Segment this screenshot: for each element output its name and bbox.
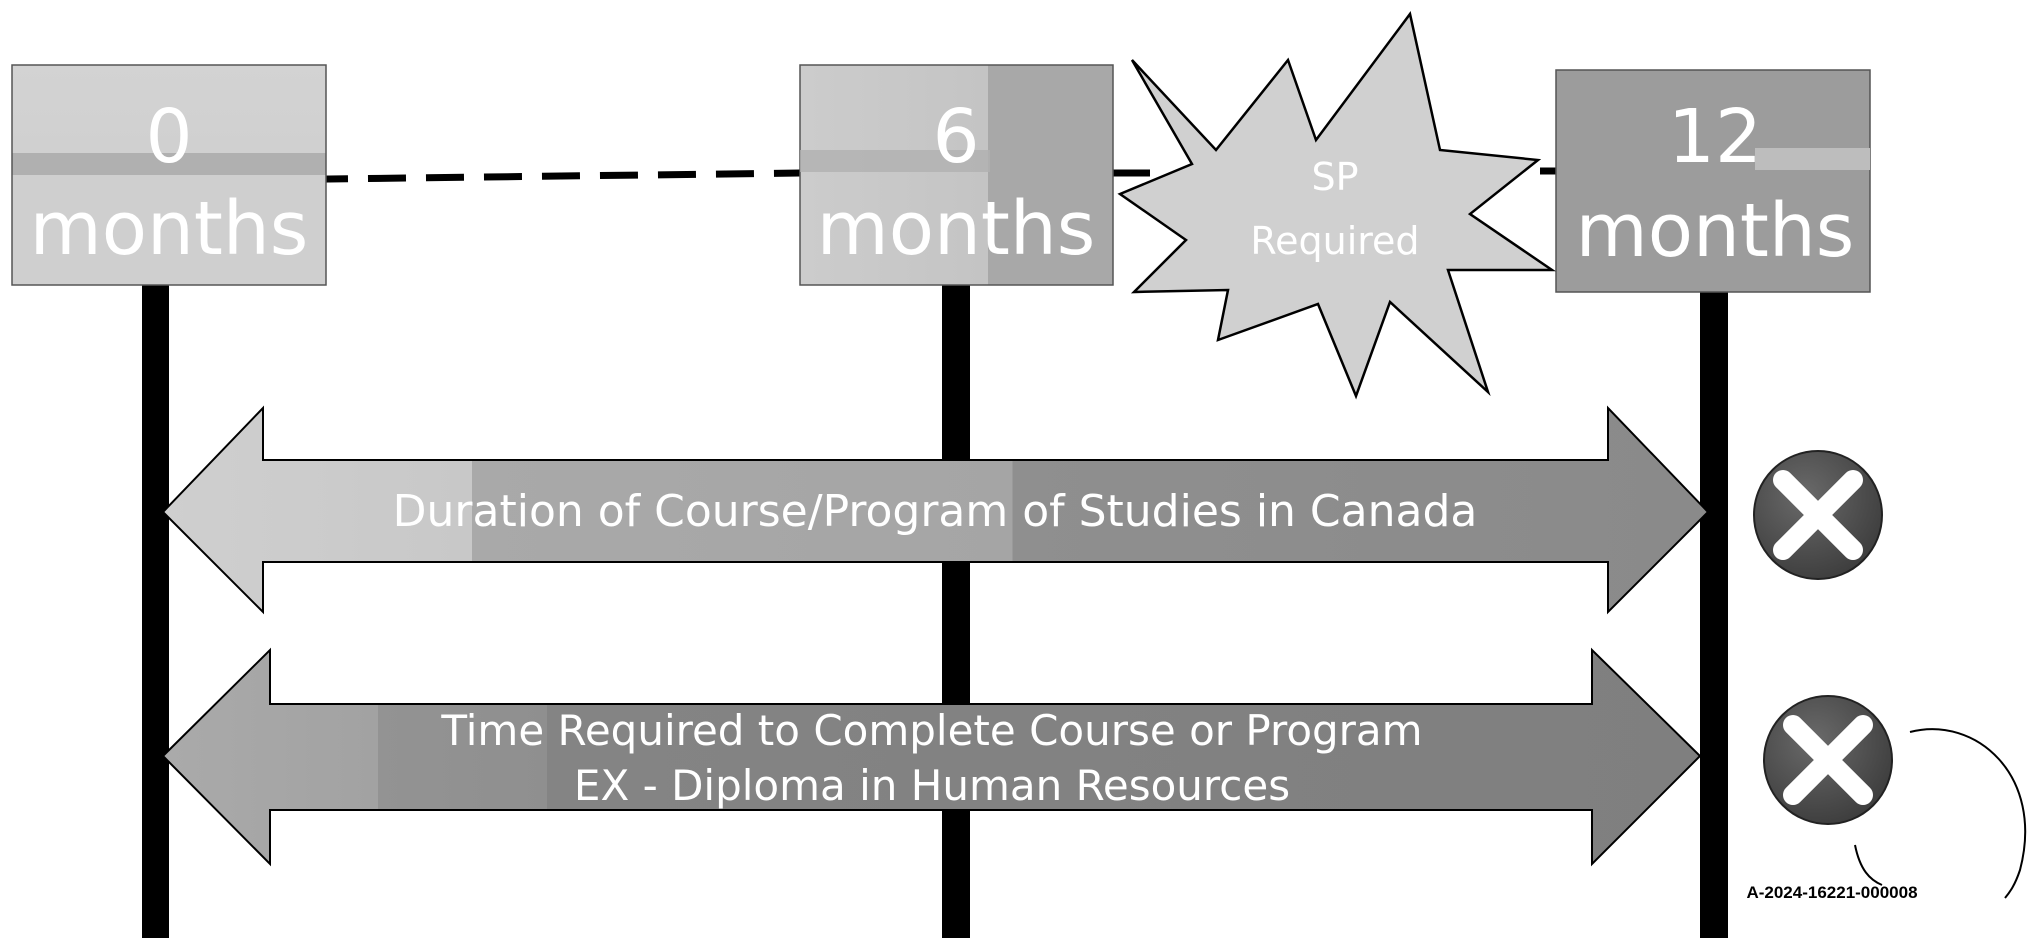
annotation-arc (1909, 728, 2027, 899)
time-required-label-line2: EX - Diploma in Human Resources (574, 761, 1290, 810)
milestone-unit: months (817, 186, 1096, 272)
milestone-box-0: 0 months (11, 64, 327, 286)
milestone-unit: months (30, 186, 309, 272)
milestone-box-6: 6 months (799, 64, 1114, 286)
time-required-double-arrow: Time Required to Complete Course or Prog… (161, 647, 1702, 867)
milestone-box-12: 12 months (1555, 69, 1871, 293)
timeline-post-0 (142, 282, 169, 938)
burst-label-line1: SP (1311, 155, 1358, 199)
timeline-post-6 (942, 282, 970, 938)
dashed-connector-0-6 (251, 169, 801, 184)
reference-id: A-2024-16221-000008 (1746, 883, 1917, 902)
burst-label-line2: Required (1250, 219, 1419, 263)
timeline-post-12 (1700, 290, 1728, 938)
close-circle-icon (1763, 695, 1893, 825)
duration-arrow-label: Duration of Course/Program of Studies in… (393, 486, 1478, 537)
duration-double-arrow: Duration of Course/Program of Studies in… (161, 405, 1710, 615)
milestone-number: 12 (1668, 94, 1762, 180)
milestone-number: 0 (145, 94, 192, 180)
milestone-unit: months (1576, 188, 1855, 274)
milestone-number: 6 (932, 94, 979, 180)
annotation-tick (1854, 844, 1883, 886)
close-circle-icon (1753, 450, 1883, 580)
sp-required-burst: SP Required (1117, 11, 1557, 400)
time-required-label-line1: Time Required to Complete Course or Prog… (440, 706, 1422, 755)
